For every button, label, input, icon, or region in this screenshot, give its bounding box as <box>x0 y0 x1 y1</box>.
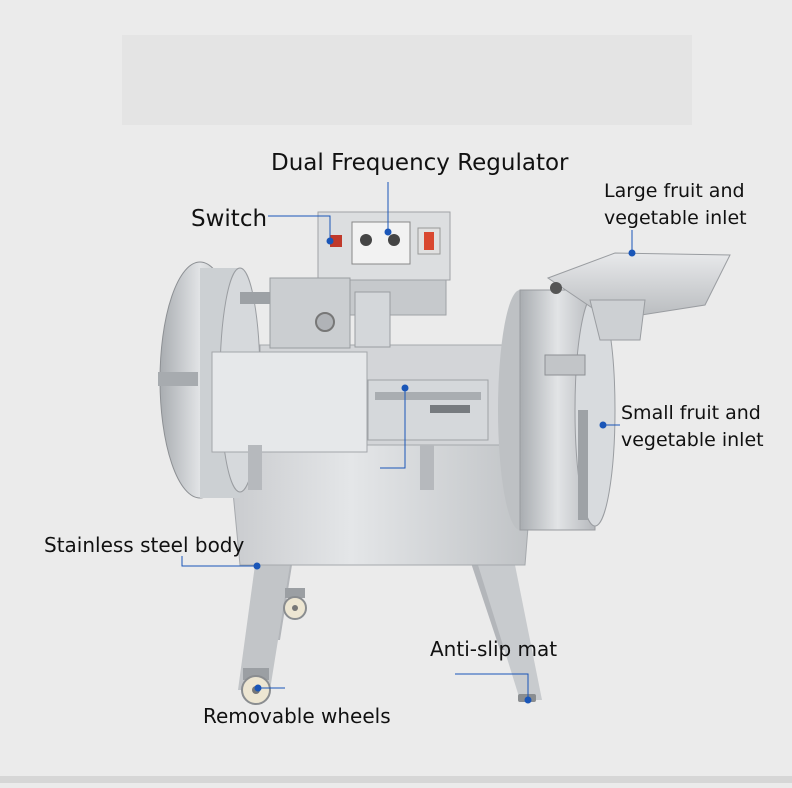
leader-lines <box>181 182 636 704</box>
mat-label: Anti-slip mat <box>430 637 558 661</box>
floor-strip <box>0 776 792 783</box>
main-body <box>227 439 536 566</box>
gear-housing <box>269 277 351 349</box>
top-banner-band <box>122 35 692 125</box>
small-inlet-line2: vegetable inlet <box>621 429 764 451</box>
small-inlet-label: Small fruit and vegetable inlet <box>621 400 764 454</box>
wheels-label: Removable wheels <box>203 704 391 728</box>
large-inlet-line1: Large fruit and <box>604 180 745 202</box>
large-inlet-label: Large fruit and vegetable inlet <box>604 178 747 232</box>
front-cover-panel <box>211 351 368 453</box>
rear-wheel <box>283 588 307 620</box>
outlet-tray <box>367 379 489 441</box>
body-label: Stainless steel body <box>44 533 245 557</box>
front-left-leg <box>238 565 290 690</box>
large-inlet-line2: vegetable inlet <box>604 207 747 229</box>
right-cutter-drum <box>498 289 616 531</box>
regulator-label: Dual Frequency Regulator <box>271 150 569 176</box>
switch-label: Switch <box>191 206 268 232</box>
feed-hopper <box>546 252 731 341</box>
front-right-leg <box>478 565 542 700</box>
small-inlet-line1: Small fruit and <box>621 402 761 424</box>
bracket-left <box>248 445 262 490</box>
bracket-right <box>420 445 434 490</box>
